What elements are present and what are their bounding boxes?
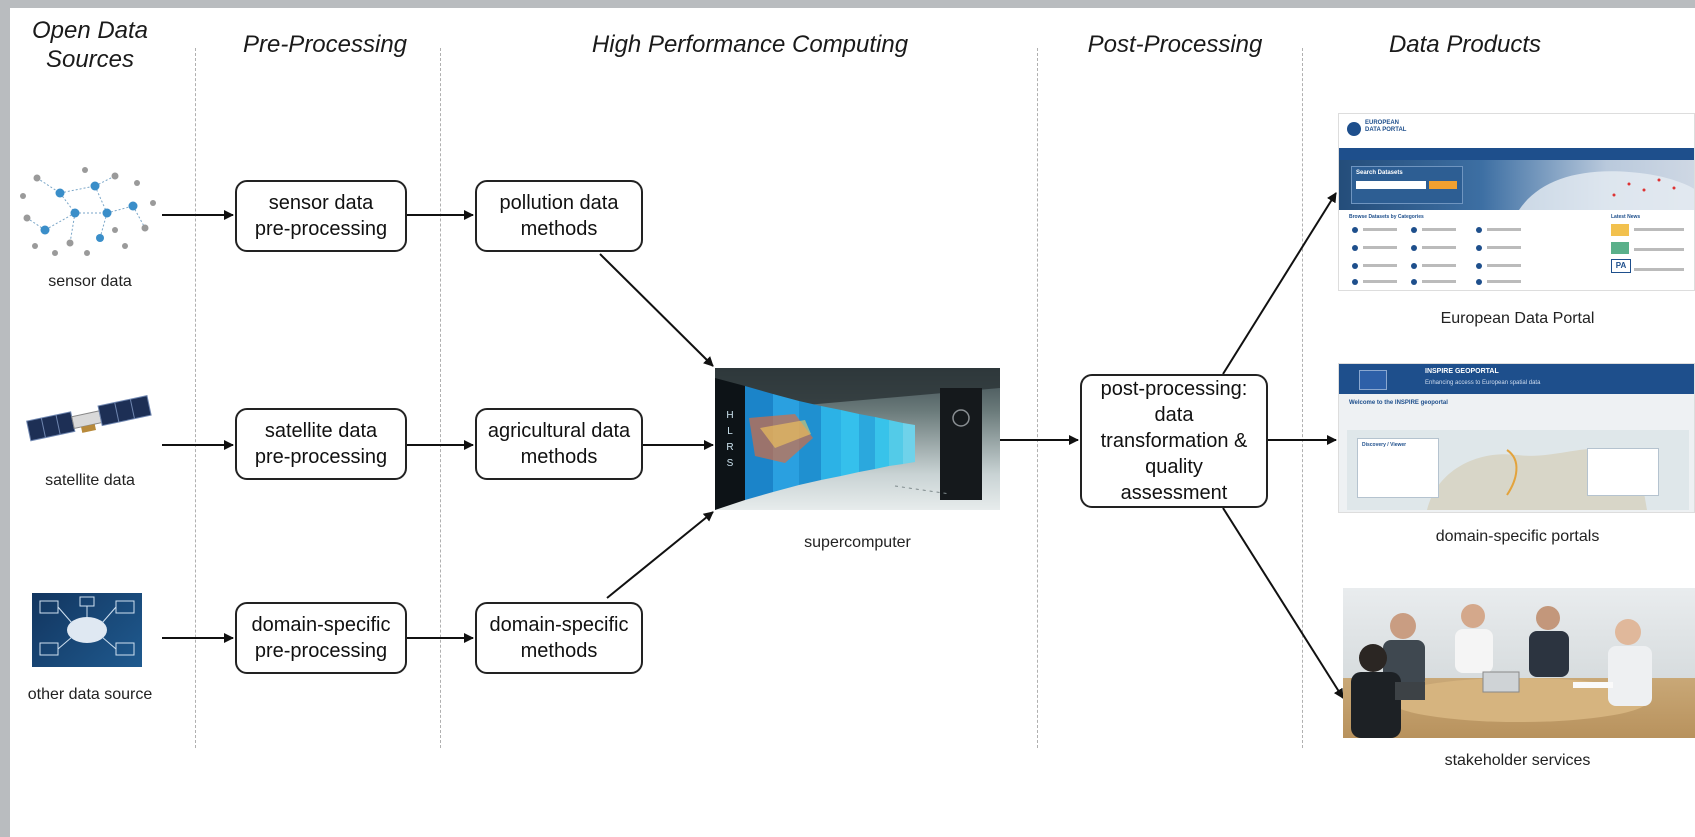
edp-logo-badge: [1347, 122, 1361, 136]
sensor-network-icon: [20, 167, 156, 256]
stage-header-post-processing: Post-Processing: [1087, 31, 1263, 58]
box-satellite-preprocessing: satellite data pre-processing: [235, 408, 407, 480]
box-domain-methods: domain-specific methods: [475, 602, 643, 674]
arrow-postproc-to-edp: [1222, 192, 1337, 375]
stage-header-hpc: High Performance Computing: [591, 31, 909, 58]
edp-hero-map: Search Datasets: [1339, 160, 1694, 210]
stage-header-open-data-sources: Open Data Sources: [31, 17, 149, 73]
caption-satellite-data: satellite data: [45, 472, 135, 489]
caption-stakeholder-services: stakeholder services: [1444, 752, 1591, 769]
geoportal-panel-label: Discovery / Viewer: [1362, 442, 1407, 448]
pipeline-diagram: Open Data Sources Pre-Processing High Pe…: [10, 8, 1695, 837]
box-pollution-methods: pollution data methods: [475, 180, 643, 252]
eu-flag-icon: [1359, 370, 1387, 390]
geoportal-subtitle: Enhancing access to European spatial dat…: [1425, 380, 1541, 386]
arrow-domain-methods-to-hpc: [606, 511, 714, 599]
supercomputer-rack-lettering: H L R S: [726, 410, 734, 469]
caption-european-data-portal: European Data Portal: [1440, 310, 1595, 327]
supercomputer-image: H L R S: [715, 368, 1000, 510]
divider-3: [1037, 48, 1038, 748]
other-data-source-icon: [32, 593, 142, 667]
edp-search-input: [1356, 181, 1426, 189]
box-post-processing: post-processing: data transformation & q…: [1080, 374, 1268, 508]
stakeholder-services-image: [1343, 588, 1695, 738]
geoportal-panel: Discovery / Viewer: [1357, 438, 1439, 498]
geoportal-map-area: Discovery / Viewer: [1347, 430, 1689, 510]
caption-sensor-data: sensor data: [48, 273, 132, 290]
edp-search-label: Search Datasets: [1356, 170, 1403, 176]
caption-other-data-source: other data source: [27, 686, 153, 703]
caption-supercomputer: supercomputer: [804, 534, 911, 551]
box-sensor-preprocessing: sensor data pre-processing: [235, 180, 407, 252]
arrow-pollution-to-hpc: [599, 253, 714, 367]
geoportal-welcome: Welcome to the INSPIRE geoportal: [1349, 400, 1448, 406]
geoportal-info-panel: [1587, 448, 1659, 496]
stage-header-data-products: Data Products: [1388, 31, 1542, 58]
box-agricultural-methods: agricultural data methods: [475, 408, 643, 480]
arrows-layer: [162, 192, 1344, 699]
domain-portal-screenshot: INSPIRE GEOPORTAL Enhancing access to Eu…: [1338, 363, 1695, 513]
edp-search-panel: Search Datasets: [1351, 166, 1463, 204]
arrow-postproc-to-stakeholder: [1222, 507, 1344, 699]
box-domain-preprocessing: domain-specific pre-processing: [235, 602, 407, 674]
edp-search-button: [1429, 181, 1457, 189]
edp-nav-bar: [1339, 148, 1694, 160]
stage-header-pre-processing: Pre-Processing: [242, 31, 408, 58]
divider-2: [440, 48, 441, 748]
edp-pa-badge: PA: [1611, 259, 1631, 273]
edp-logo-text: EUROPEAN DATA PORTAL: [1365, 120, 1407, 133]
edp-categories-label: Browse Datasets by Categories: [1349, 214, 1424, 220]
geoportal-title: INSPIRE GEOPORTAL: [1425, 368, 1499, 375]
divider-1: [195, 48, 196, 748]
edp-news-label: Latest News: [1611, 214, 1641, 220]
satellite-icon: [26, 395, 152, 442]
european-data-portal-screenshot: EUROPEAN DATA PORTAL Search Datasets Bro…: [1338, 113, 1695, 291]
divider-4: [1302, 48, 1303, 748]
geoportal-header: INSPIRE GEOPORTAL Enhancing access to Eu…: [1339, 364, 1694, 394]
caption-domain-specific-portals: domain-specific portals: [1435, 528, 1600, 545]
